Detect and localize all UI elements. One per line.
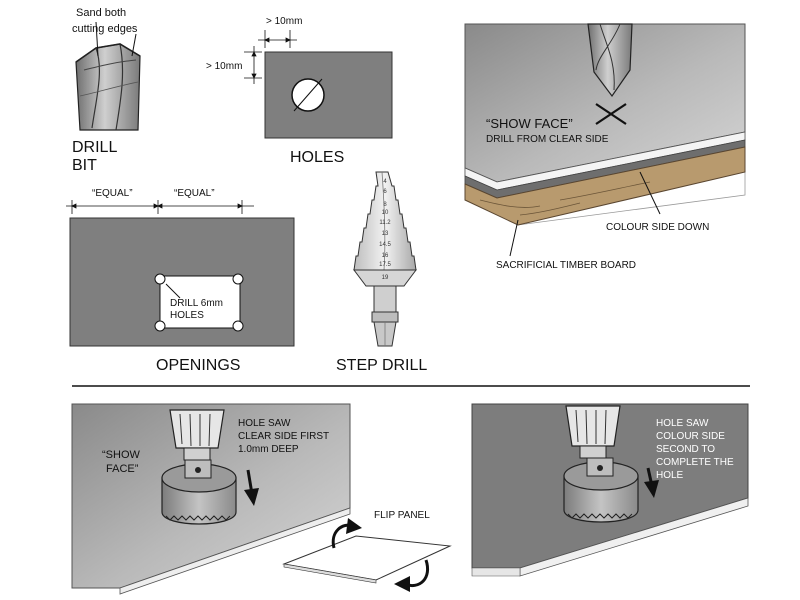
openings-dimension <box>66 200 254 214</box>
equal-right-label: “EQUAL” <box>174 188 215 199</box>
drill-bit-title: BIT <box>72 157 97 174</box>
hole-saw-clear-note: 1.0mm DEEP <box>238 444 299 455</box>
step-drill-title: STEP DRILL <box>336 357 427 374</box>
flip-panel-label: FLIP PANEL <box>374 510 430 521</box>
timber-board-leader <box>509 219 519 257</box>
x-mark-icon <box>595 103 627 125</box>
opening-cutout <box>159 275 241 329</box>
step-size-label: 14.5 <box>379 242 391 248</box>
corner-hole <box>232 320 244 332</box>
corner-hole <box>154 320 166 332</box>
step-size-label: 8 <box>383 202 387 208</box>
step-size-label: 19 <box>382 275 389 281</box>
colour-side-leader <box>639 171 661 215</box>
sacrificial-timber-board-label: SACRIFICIAL TIMBER BOARD <box>496 260 636 271</box>
corner-hole <box>154 273 166 285</box>
holes-dim-left: > 10mm <box>206 61 242 72</box>
down-arrow-icon <box>644 467 659 498</box>
openings-leader <box>165 283 181 299</box>
drill-bit-title: DRILL <box>72 139 117 156</box>
colour-side-down-label: COLOUR SIDE DOWN <box>606 222 709 233</box>
step-size-label: 16 <box>382 253 389 259</box>
hole-saw-clear-illustration <box>71 403 351 595</box>
step-size-label: 10 <box>382 210 389 216</box>
hole-saw-colour-note: COLOUR SIDE <box>656 431 725 442</box>
hole-saw-colour-note: COMPLETE THE <box>656 457 734 468</box>
hole-cross-line <box>293 78 323 112</box>
openings-title: OPENINGS <box>156 357 240 374</box>
drill-bit-leader <box>95 21 99 57</box>
step-size-label: 13 <box>382 231 389 237</box>
step-size-label: 6 <box>383 189 387 195</box>
drill-6mm-label: DRILL 6mm <box>170 298 223 309</box>
step-size-label: 4 <box>383 179 387 185</box>
show-face-label: “SHOW FACE” <box>486 116 573 131</box>
hole-saw-clear-note: HOLE SAW <box>238 418 291 429</box>
holes-panel <box>264 51 393 139</box>
hole-saw-colour-illustration <box>471 403 749 577</box>
holes-dim-top: > 10mm <box>266 16 302 27</box>
corner-hole <box>232 273 244 285</box>
holes-dimension-top <box>258 30 297 48</box>
hole-saw-clear-note: CLEAR SIDE FIRST <box>238 431 329 442</box>
rotate-arrow-icon <box>394 559 429 592</box>
drill-6mm-label: HOLES <box>170 310 204 321</box>
hole-saw-colour-note: HOLE <box>656 470 684 481</box>
drill-bit-note: Sand both <box>76 7 126 19</box>
holes-dimension-left <box>244 46 262 84</box>
hole-saw-colour-note: HOLE SAW <box>656 418 709 429</box>
down-arrow-icon <box>244 469 259 506</box>
holes-title: HOLES <box>290 149 344 166</box>
drill-bit-illustration <box>75 43 141 131</box>
drill-from-clear-side-label: DRILL FROM CLEAR SIDE <box>486 134 609 145</box>
drill-bit-leader <box>131 33 137 57</box>
drill-bit-note: cutting edges <box>72 23 138 35</box>
show-face-label: “SHOW <box>102 449 141 461</box>
show-face-label: FACE” <box>106 463 139 475</box>
step-size-label: 17.5 <box>379 262 391 268</box>
equal-left-label: “EQUAL” <box>92 188 133 199</box>
step-size-label: 11.2 <box>379 220 391 226</box>
rotate-arrow-icon <box>331 518 362 549</box>
show-face-panel-illustration <box>464 23 746 226</box>
step-drill-illustration <box>353 171 417 347</box>
hole-saw-colour-note: SECOND TO <box>656 444 715 455</box>
